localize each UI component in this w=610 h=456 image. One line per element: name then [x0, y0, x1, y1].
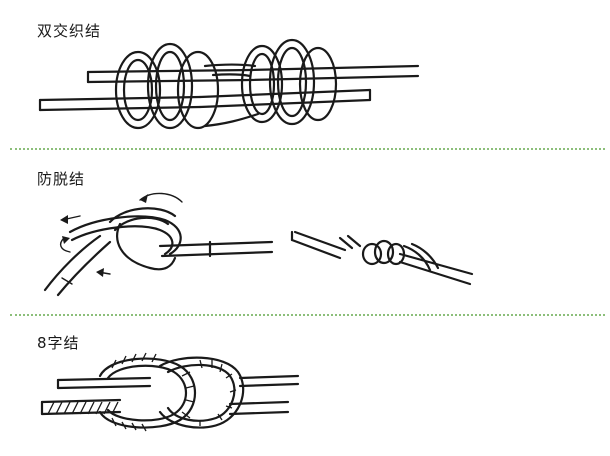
stopper-knot-drawing — [43, 192, 474, 297]
double-fishermans-knot-drawing — [38, 38, 420, 130]
section-stopper-knot: 防脱结 — [0, 150, 610, 315]
section-figure-eight-knot: 8字结 — [0, 316, 610, 456]
figure-eight-knot-drawing — [40, 352, 300, 432]
section-title: 8字结 — [37, 334, 80, 352]
section-title: 防脱结 — [37, 170, 86, 188]
section-double-fishermans-knot: 双交织结 — [0, 0, 610, 150]
section-divider — [10, 314, 605, 316]
section-divider — [10, 148, 605, 150]
section-title: 双交织结 — [37, 22, 102, 40]
